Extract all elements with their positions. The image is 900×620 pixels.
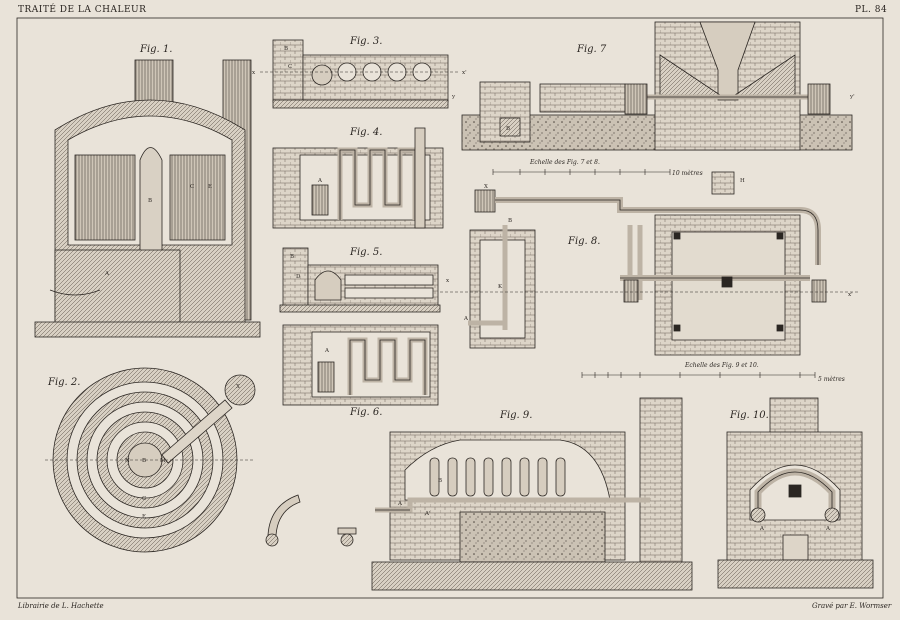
fig9-drawing [371, 397, 693, 591]
fig4-label: Fig. 4. [349, 127, 382, 138]
pipe-details [265, 494, 357, 547]
fig10-drawing [717, 397, 874, 589]
fig2-label: Fig. 2. [47, 377, 80, 388]
fig8-letter-b: B [508, 218, 512, 224]
fig4-letter-a: A [317, 178, 323, 184]
fig10-letter-a: A [759, 526, 765, 532]
fig2-letter-m: M [160, 458, 166, 464]
fig7-letter-yp: y' [849, 94, 855, 100]
fig2-letter-e: E [142, 514, 146, 520]
scale-7-8-label: Echelle des Fig. 7 et 8. [529, 159, 600, 166]
fig7-drawing [461, 21, 853, 151]
fig5-letter-d: D [296, 274, 301, 280]
fig5-letter-b: B [290, 254, 294, 260]
fig2-letter-b: B [142, 458, 146, 464]
fig6-drawing [282, 324, 439, 406]
fig2-letter-n: N [125, 458, 130, 464]
scale-9-10-label: Echelle des Fig. 9 et 10. [684, 362, 759, 369]
scale-9-10-end: 5 mètres [818, 376, 845, 383]
fig9-letter-a: A [397, 501, 403, 507]
scale-7-8 [492, 169, 671, 175]
fig8-letter-xp: x' [848, 292, 853, 298]
fig6-label: Fig. 6. [349, 407, 382, 418]
fig2-letter-c: C [142, 496, 146, 502]
plate-number: PL. 84 [855, 5, 888, 15]
fig3-letter-b: B [284, 46, 288, 52]
fig7-letter-b: B [506, 126, 510, 132]
fig9-letter-ap: A' [424, 511, 430, 517]
fig1-label: Fig. 1. [139, 44, 172, 55]
fig10-label: Fig. 10. [729, 410, 769, 421]
fig5-label: Fig. 5. [349, 247, 382, 258]
fig1-letter-c: C [190, 184, 194, 190]
fig1-letter-e: E [208, 184, 212, 190]
fig8-letter-x: X [484, 184, 488, 190]
fig3-drawing [260, 39, 460, 109]
fig1-letter-a: A [104, 271, 110, 277]
publisher-credit: Librairie de L. Hachette [18, 602, 104, 610]
fig1-letter-b: B [148, 198, 152, 204]
fig3-letter-xp: x' [462, 70, 467, 76]
fig8-letter-x-small: x [446, 278, 450, 284]
fig8-letter-a: A [463, 316, 469, 322]
fig4-drawing [272, 127, 444, 229]
fig7-letter-y: y [451, 94, 456, 100]
fig8-letter-h: H [740, 178, 745, 184]
fig1-drawing [34, 59, 261, 338]
fig2-drawing [45, 367, 256, 553]
fig8-drawing [440, 171, 860, 356]
fig3-letter-x: x [252, 70, 256, 76]
fig9-label: Fig. 9. [499, 410, 532, 421]
fig5-drawing [279, 247, 441, 313]
fig8-letter-k: K [498, 284, 503, 290]
fig3-letter-c: C [288, 64, 292, 70]
scale-7-8-end: 10 mètres [672, 170, 703, 177]
fig10-letter-a2: A [825, 526, 831, 532]
fig3-label: Fig. 3. [349, 36, 382, 47]
fig7-label: Fig. 7 [576, 44, 607, 55]
plate-frame [16, 17, 884, 599]
scale-9-10 [581, 372, 816, 378]
fig2-letter-x: X [236, 384, 240, 390]
engraver-credit: Gravé par E. Wormser [812, 602, 892, 610]
fig9-letter-b: B [438, 478, 442, 484]
plate-header-title: TRAITÉ DE LA CHALEUR [18, 5, 147, 15]
fig8-label: Fig. 8. [567, 236, 600, 247]
fig6-letter-a: A [324, 348, 330, 354]
